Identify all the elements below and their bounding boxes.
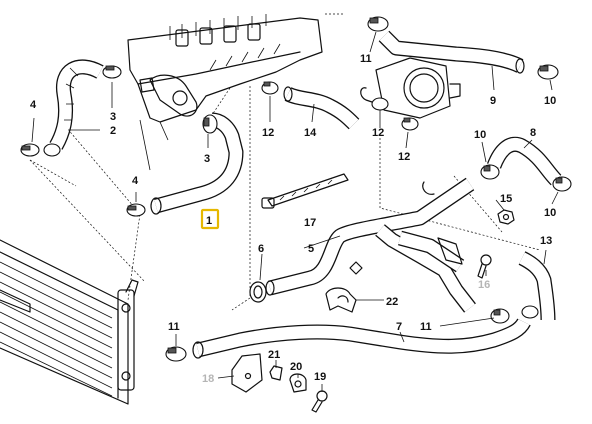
callout-12-left[interactable]: 12 [262, 127, 274, 139]
callout-11-top[interactable]: 11 [360, 53, 372, 65]
callout-7[interactable]: 7 [396, 321, 402, 333]
hose-part-8 [486, 136, 562, 186]
callout-13[interactable]: 13 [540, 235, 552, 247]
hose-part-1 [150, 112, 244, 215]
engine-block [127, 14, 323, 171]
callout-14[interactable]: 14 [304, 127, 317, 139]
callout-labels: 1 2 3 3 4 4 5 6 7 8 9 10 10 10 11 11 11 … [30, 53, 556, 385]
callout-20[interactable]: 20 [290, 361, 302, 373]
hose-part-14 [283, 86, 360, 130]
callout-4-lower[interactable]: 4 [132, 175, 139, 187]
callout-15[interactable]: 15 [500, 193, 512, 205]
callout-18[interactable]: 18 [202, 373, 214, 385]
screw-part-16 [477, 254, 492, 279]
holder-part-22 [325, 287, 357, 313]
callout-4-upper[interactable]: 4 [30, 99, 37, 111]
bracket-part-18 [231, 353, 263, 393]
hose-part-9 [378, 30, 525, 74]
callout-3-lower[interactable]: 3 [204, 153, 210, 165]
callout-12-mid[interactable]: 12 [372, 127, 384, 139]
hose-part-7 [192, 318, 531, 359]
callout-19[interactable]: 19 [314, 371, 326, 383]
callout-10-top[interactable]: 10 [544, 95, 556, 107]
callout-11-right[interactable]: 11 [420, 321, 432, 333]
hose-clamps [20, 16, 572, 362]
label-leaders [31, 31, 559, 392]
radiator [0, 239, 139, 405]
pipe-assembly-part-5 [265, 177, 476, 313]
callout-22[interactable]: 22 [386, 296, 398, 308]
bolt-part-19 [311, 390, 328, 413]
callout-1[interactable]: 1 [206, 215, 212, 227]
hose-part-2 [49, 59, 104, 150]
clip-part-21 [269, 365, 283, 381]
hose-part-13 [518, 251, 556, 321]
highlight-box-part-1 [200, 208, 220, 230]
callout-10-mid[interactable]: 10 [474, 129, 486, 141]
clamp-part-20 [289, 373, 307, 393]
cable-tie-part-17 [261, 173, 349, 209]
leader-lines [29, 13, 541, 311]
callout-11-left[interactable]: 11 [168, 321, 180, 333]
o-ring-part-6 [249, 281, 267, 303]
callout-3-upper[interactable]: 3 [110, 111, 116, 123]
callout-5[interactable]: 5 [308, 243, 314, 255]
callout-9[interactable]: 9 [490, 95, 496, 107]
callout-6[interactable]: 6 [258, 243, 264, 255]
throttle-body [360, 57, 461, 119]
callout-21[interactable]: 21 [268, 349, 280, 361]
callout-17[interactable]: 17 [304, 217, 316, 229]
callout-12-right[interactable]: 12 [398, 151, 410, 163]
callout-16[interactable]: 16 [478, 279, 490, 291]
callout-2[interactable]: 2 [110, 125, 116, 137]
callout-10-right[interactable]: 10 [544, 207, 556, 219]
callout-8[interactable]: 8 [530, 127, 536, 139]
nut-part-15 [497, 209, 515, 225]
